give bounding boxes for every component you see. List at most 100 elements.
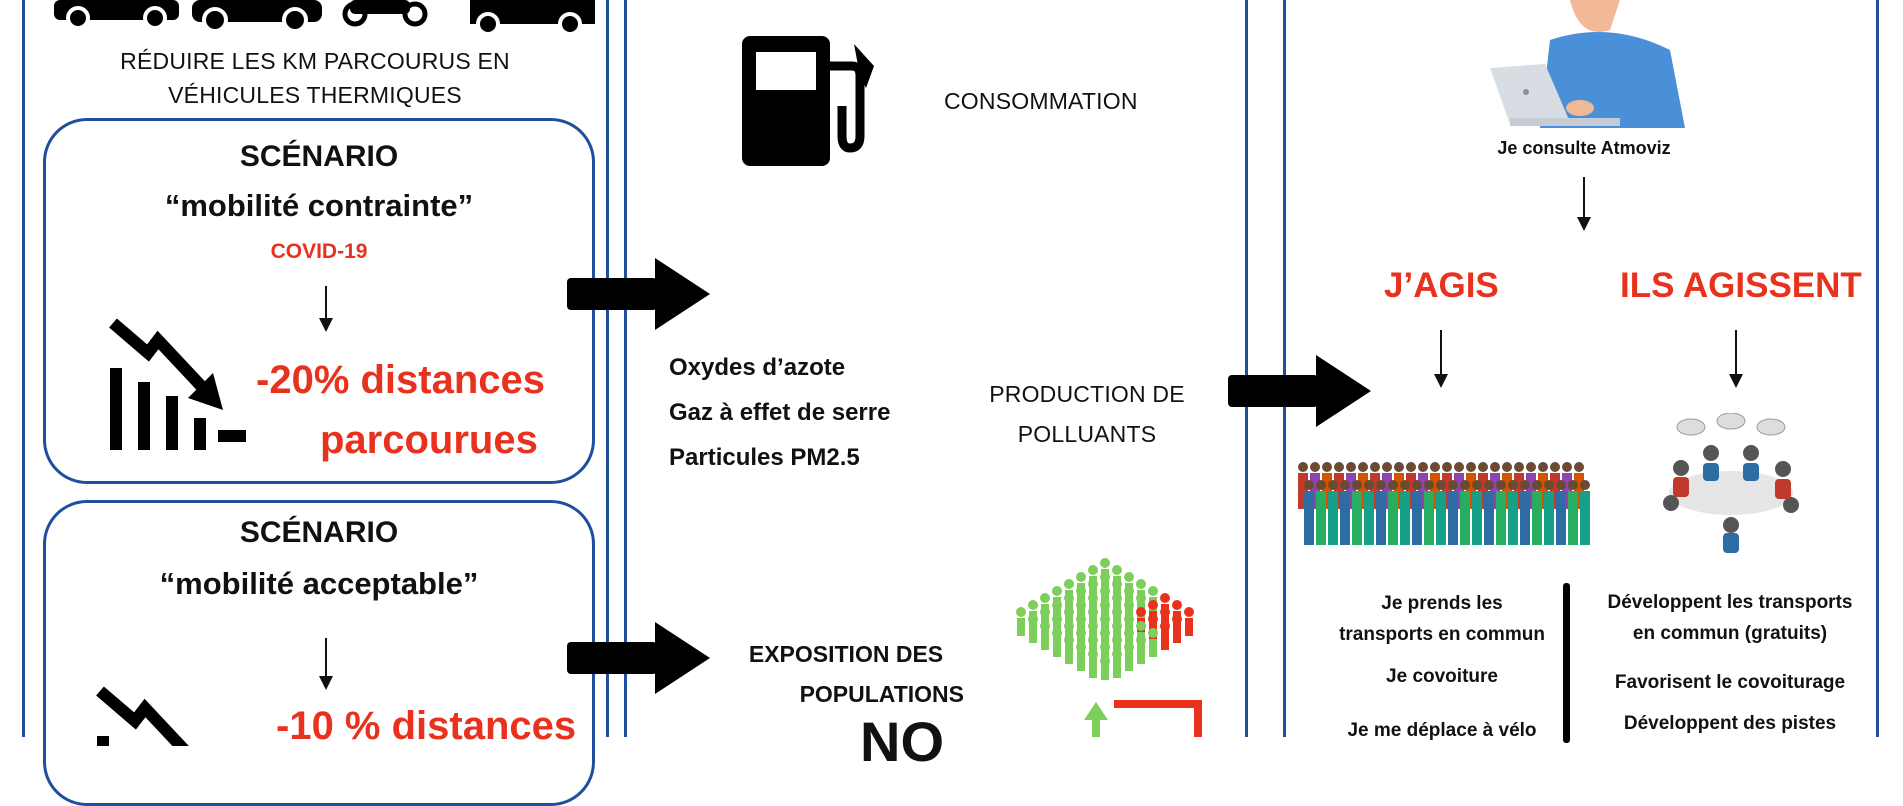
scenario2-name: “mobilité acceptable” [159, 566, 479, 601]
scenario1-heading: SCÉNARIO [239, 140, 399, 173]
crowd-person [1418, 462, 1428, 509]
population-cluster-icon [1016, 558, 1194, 680]
crowd-person [1406, 462, 1416, 509]
person-figure [1088, 649, 1098, 678]
exposure-pollutant: NO [860, 710, 944, 773]
right-panel-border-right [1876, 0, 1879, 737]
person-figure [1016, 607, 1026, 636]
pollutant-list: Oxydes d’azote Gaz à effet de serre Part… [669, 345, 890, 480]
flow-arrow-icon [567, 258, 710, 330]
crowd-person [1550, 462, 1560, 509]
person-figure [1028, 614, 1038, 643]
arrow-down-icon [319, 286, 333, 332]
crowd-person [1460, 480, 1470, 545]
crowd-person [1502, 462, 1512, 509]
i-act-item: Je me déplace à vélo [1347, 720, 1537, 741]
arrow-down-icon [319, 638, 333, 690]
person-figure [1172, 614, 1182, 643]
crowd-person [1466, 462, 1476, 509]
crowd-person [1394, 462, 1404, 509]
crowd-person [1442, 462, 1452, 509]
arrow-down-icon [1577, 177, 1591, 231]
crowd-person [1508, 480, 1518, 545]
i-act-heading: J’AGIS [1384, 266, 1499, 305]
crowd-person [1568, 480, 1578, 545]
consumption-label: CONSOMMATION [944, 88, 1138, 114]
crowd-person [1358, 462, 1368, 509]
arrow-down-icon [1434, 330, 1448, 388]
crowd-person [1538, 462, 1548, 509]
they-act-list: Développent les transports en commun (gr… [1580, 587, 1880, 739]
person-figure [1160, 621, 1170, 650]
downtrend-chart-icon [109, 318, 246, 450]
production-line2: POLLUANTS [1017, 421, 1157, 447]
scenario2-result-line1: -10 % distances [276, 704, 577, 748]
crowd-person [1298, 462, 1308, 509]
fuel-pump-icon [742, 36, 874, 166]
production-label: PRODUCTION DE POLLUANTS [972, 374, 1202, 454]
scenario2-heading: SCÉNARIO [239, 516, 399, 549]
person-figure [1064, 635, 1074, 664]
crowd-person [1340, 480, 1350, 545]
i-act-item: Je prends les [1381, 593, 1503, 614]
crowd-person [1454, 462, 1464, 509]
crowd-person [1424, 480, 1434, 545]
middle-panel-border-right [1245, 0, 1248, 737]
crowd-image [1298, 462, 1590, 545]
meeting-image [1663, 413, 1799, 553]
crowd-person [1382, 462, 1392, 509]
they-act-item: en commun (gratuits) [1632, 623, 1828, 644]
person-with-laptop-icon [1490, 0, 1685, 128]
crowd-person [1574, 462, 1584, 509]
crowd-person [1520, 480, 1530, 545]
column-divider [1563, 583, 1570, 743]
arrow-down-icon [1729, 330, 1743, 388]
crowd-person [1472, 480, 1482, 545]
crowd-person [1514, 462, 1524, 509]
crowd-person [1412, 480, 1422, 545]
pollutant-item: Particules PM2.5 [669, 444, 860, 471]
crowd-person [1544, 480, 1554, 545]
person-figure [1076, 642, 1086, 671]
crowd-person [1346, 462, 1356, 509]
vehicles-icon [54, 0, 595, 36]
scenario1-result-line2: parcourues [320, 418, 538, 462]
crowd-person [1400, 480, 1410, 545]
exposure-line2: POPULATIONS [799, 681, 964, 707]
vehicles-caption-line2: VÉHICULES THERMIQUES [168, 82, 462, 108]
crowd-person [1580, 480, 1590, 545]
crowd-person [1352, 480, 1362, 545]
scenario1-name: “mobilité contrainte” [164, 188, 474, 223]
crowd-person [1334, 462, 1344, 509]
crowd-person [1526, 462, 1536, 509]
crowd-person [1310, 462, 1320, 509]
crowd-person [1436, 480, 1446, 545]
i-act-item: transports en commun [1339, 624, 1545, 645]
person-figure [1112, 649, 1122, 678]
exposure-label: EXPOSITION DES POPULATIONS [728, 634, 964, 714]
downtrend-chart-icon [96, 686, 189, 746]
person-figure [1100, 656, 1110, 680]
crowd-person [1490, 462, 1500, 509]
crowd-person [1376, 480, 1386, 545]
crowd-person [1532, 480, 1542, 545]
crowd-person [1316, 480, 1326, 545]
flow-arrow-icon [567, 622, 710, 694]
crowd-person [1484, 480, 1494, 545]
they-act-item: Développent des pistes [1623, 713, 1837, 734]
person-figure [1184, 607, 1194, 636]
middle-panel-border-left [624, 0, 627, 737]
flow-arrow-icon [1228, 355, 1371, 427]
person-figure [1136, 635, 1146, 664]
crowd-person [1478, 462, 1488, 509]
i-act-item: Je covoiture [1386, 666, 1498, 687]
pollutant-item: Oxydes d’azote [669, 354, 846, 381]
consult-atmoviz-label: Je consulte Atmoviz [1497, 138, 1671, 158]
right-panel-border-left [1283, 0, 1286, 737]
person-figure [1124, 642, 1134, 671]
crowd-person [1322, 462, 1332, 509]
crowd-person [1364, 480, 1374, 545]
left-panel-border-left [22, 0, 25, 737]
pollutant-item: Gaz à effet de serre [669, 399, 891, 426]
crowd-person [1328, 480, 1338, 545]
